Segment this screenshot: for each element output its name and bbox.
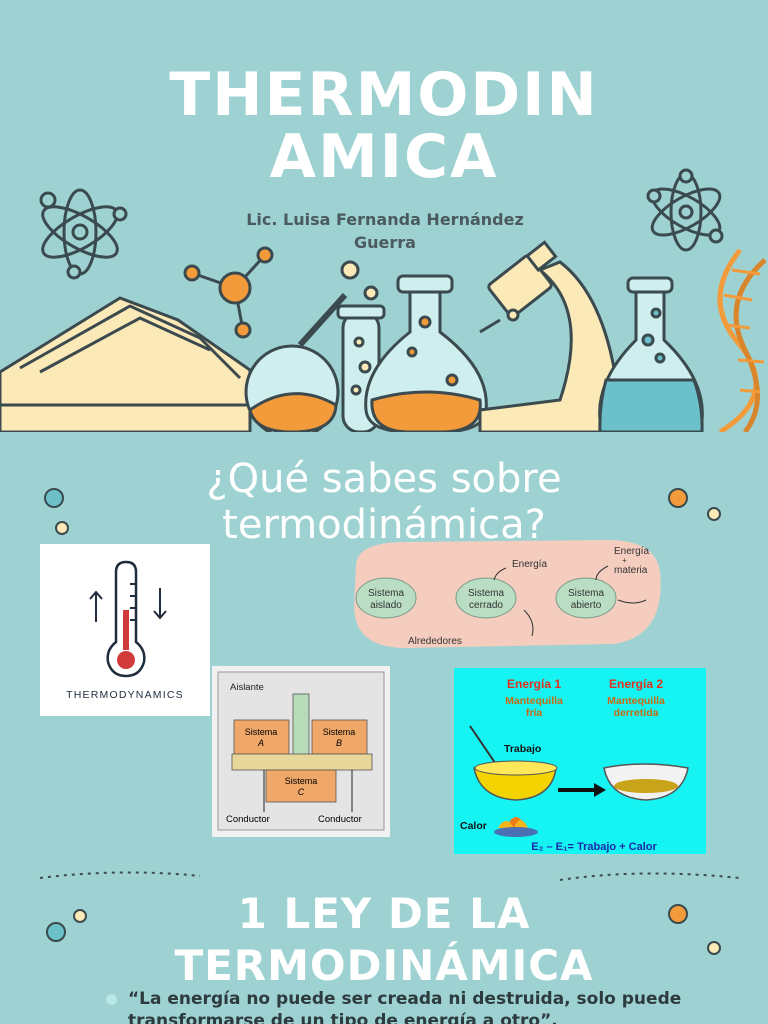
first-law-line-1: 1 LEY DE LA: [237, 889, 531, 938]
conductor-right-label: Conductor: [318, 814, 362, 825]
energy2-label: Energía 2: [609, 677, 663, 691]
first-law-line-2: TERMODINÁMICA: [174, 941, 594, 990]
first-law-title: 1 LEY DE LA TERMODINÁMICA: [0, 888, 768, 992]
node-label: cerrado: [469, 600, 503, 611]
node-label: Sistema: [468, 588, 505, 599]
plus-label: +: [622, 556, 627, 565]
erlenmeyer-flask-icon: [364, 274, 488, 432]
thermodynamics-card: THERMODYNAMICS: [40, 544, 210, 716]
thermometer-icon: THERMODYNAMICS: [66, 560, 184, 701]
atom-icon-right: [646, 168, 724, 252]
thermodynamics-caption: THERMODYNAMICS: [66, 689, 184, 701]
heat-label: Calor: [460, 820, 487, 832]
title-line-2: AMICA: [269, 122, 499, 192]
presentation-title: THERMODIN AMICA: [0, 64, 768, 188]
molecule-icon: [183, 246, 274, 339]
bullet-dot: [106, 994, 117, 1005]
energy1-label: Energía 1: [507, 677, 561, 691]
system-a-label: Sistema: [245, 727, 278, 737]
slide-first-law: 1 LEY DE LA TERMODINÁMICA “La energía no…: [0, 858, 768, 1024]
microscope-icon: [478, 240, 622, 432]
system-c-label: Sistema: [285, 776, 318, 786]
butter-melted-label-2: derretida: [614, 707, 659, 719]
question-title: ¿Qué sabes sobre termodinámica?: [0, 456, 768, 548]
energy-label: Energía: [512, 559, 547, 570]
conductor-left-label: Conductor: [226, 814, 270, 825]
first-law-quote: “La energía no puede ser creada ni destr…: [128, 989, 682, 1024]
node-label: abierto: [571, 600, 602, 611]
insulator-figure: Aislante Sistema A Sistema B Sistema C C…: [212, 666, 390, 837]
butter-cold-label: Mantequilla: [505, 695, 563, 707]
system-a-letter: A: [257, 738, 264, 748]
butter-melted-label: Mantequilla: [607, 695, 665, 707]
title-line-1: THERMODIN: [169, 60, 599, 130]
book-icon: [0, 296, 252, 432]
author-line-2: Guerra: [354, 233, 416, 252]
author-name: Lic. Luisa Fernanda Hernández Guerra: [200, 208, 570, 254]
slide-title: THERMODIN AMICA Lic. Luisa Fernanda Hern…: [0, 0, 768, 432]
slide-questions: ¿Qué sabes sobre termodinámica? THERMODY…: [0, 436, 768, 854]
systems-diagram: Sistema aislado Sistema cerrado Sistema …: [346, 536, 666, 652]
science-illustration: [0, 168, 767, 432]
question-line-2: termodinámica?: [222, 502, 546, 548]
energy-equation: E₂ – E₁= Trabajo + Calor: [531, 841, 657, 853]
atom-icon-left: [39, 188, 128, 280]
conical-flask-icon: [598, 276, 704, 432]
aislante-label: Aislante: [230, 682, 264, 693]
dna-icon: [717, 248, 767, 432]
question-line-1: ¿Qué sabes sobre: [206, 456, 562, 502]
system-b-letter: B: [336, 738, 342, 748]
butter-cold-label-2: fría: [526, 707, 543, 719]
energy-matter-label: Energía: [614, 546, 649, 557]
decor-bubbles: [39, 871, 741, 955]
round-flask-icon: [244, 292, 348, 432]
node-label: Sistema: [568, 588, 605, 599]
matter-label: materia: [614, 565, 648, 576]
surroundings-label: Alrededores: [408, 636, 462, 647]
system-b-label: Sistema: [323, 727, 356, 737]
node-label: aislado: [370, 600, 402, 611]
decor-bubbles: [44, 488, 721, 535]
author-line-1: Lic. Luisa Fernanda Hernández: [246, 210, 524, 229]
flame-icon: [494, 817, 538, 837]
node-label: Sistema: [368, 588, 405, 599]
system-c-letter: C: [298, 787, 305, 797]
work-label: Trabajo: [504, 743, 541, 755]
energy-figure: Energía 1 Energía 2 Mantequilla fría Man…: [454, 668, 706, 854]
